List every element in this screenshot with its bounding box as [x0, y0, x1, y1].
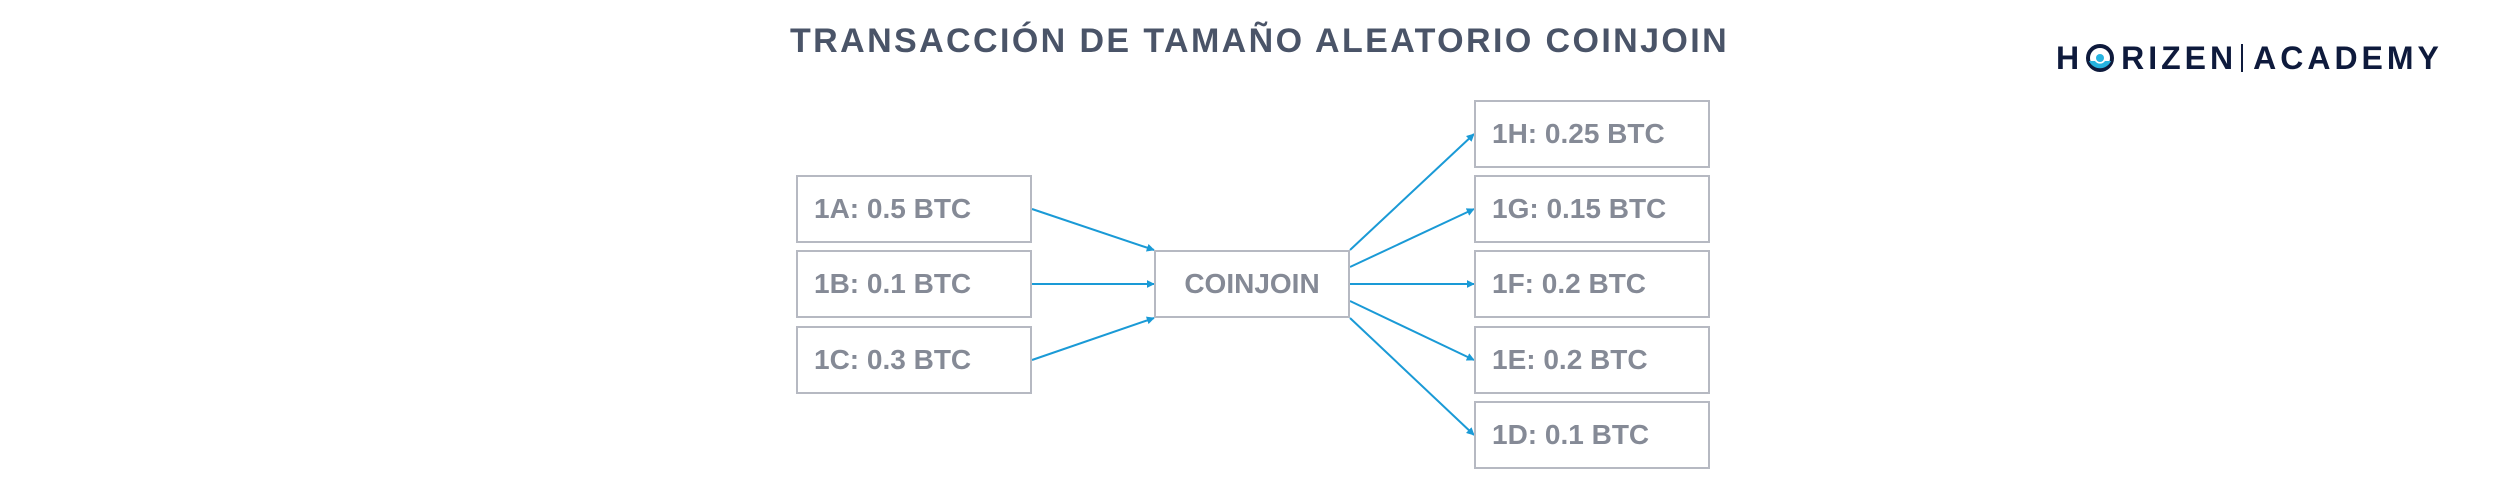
output-label-1e: 1E: 0.2 BTC — [1492, 344, 1648, 375]
output-label-1g: 1G: 0.15 BTC — [1492, 193, 1667, 224]
coinjoin-box: COINJOIN — [1154, 250, 1350, 318]
output-box-1f: 1F: 0.2 BTC — [1474, 250, 1710, 318]
input-label-1b: 1B: 0.1 BTC — [814, 268, 972, 299]
logo-word-academy: ACADEMY — [2253, 39, 2443, 76]
output-box-1h: 1H: 0.25 BTC — [1474, 100, 1710, 168]
output-box-1g: 1G: 0.15 BTC — [1474, 175, 1710, 243]
diagram-title: TRANSACCIÓN DE TAMAÑO ALEATORIO COINJOIN — [790, 22, 1730, 60]
arrow-coinjoin-to-1e — [1349, 300, 1475, 361]
input-box-1a: 1A: 0.5 BTC — [796, 175, 1032, 243]
arrow-1a-to-coinjoin — [1031, 208, 1155, 252]
arrow-1c-to-coinjoin — [1031, 316, 1155, 361]
logo-letter-h: H — [2056, 39, 2084, 76]
arrow-coinjoin-to-1d — [1349, 317, 1475, 436]
output-label-1f: 1F: 0.2 BTC — [1492, 268, 1647, 299]
output-label-1h: 1H: 0.25 BTC — [1492, 118, 1665, 149]
output-box-1e: 1E: 0.2 BTC — [1474, 326, 1710, 394]
coinjoin-label: COINJOIN — [1184, 268, 1320, 299]
arrow-coinjoin-to-1g — [1349, 208, 1475, 268]
logo-divider — [2241, 44, 2244, 72]
horizen-logo-icon — [2086, 44, 2115, 72]
input-label-1c: 1C: 0.3 BTC — [814, 344, 972, 375]
output-label-1d: 1D: 0.1 BTC — [1492, 419, 1650, 450]
logo-word-horizen: RIZEN — [2121, 39, 2238, 76]
output-box-1d: 1D: 0.1 BTC — [1474, 401, 1710, 469]
arrow-coinjoin-to-1h — [1349, 133, 1475, 251]
input-box-1b: 1B: 0.1 BTC — [796, 250, 1032, 318]
input-label-1a: 1A: 0.5 BTC — [814, 193, 972, 224]
horizen-academy-logo: H RIZEN ACADEMY — [2056, 38, 2443, 78]
input-box-1c: 1C: 0.3 BTC — [796, 326, 1032, 394]
